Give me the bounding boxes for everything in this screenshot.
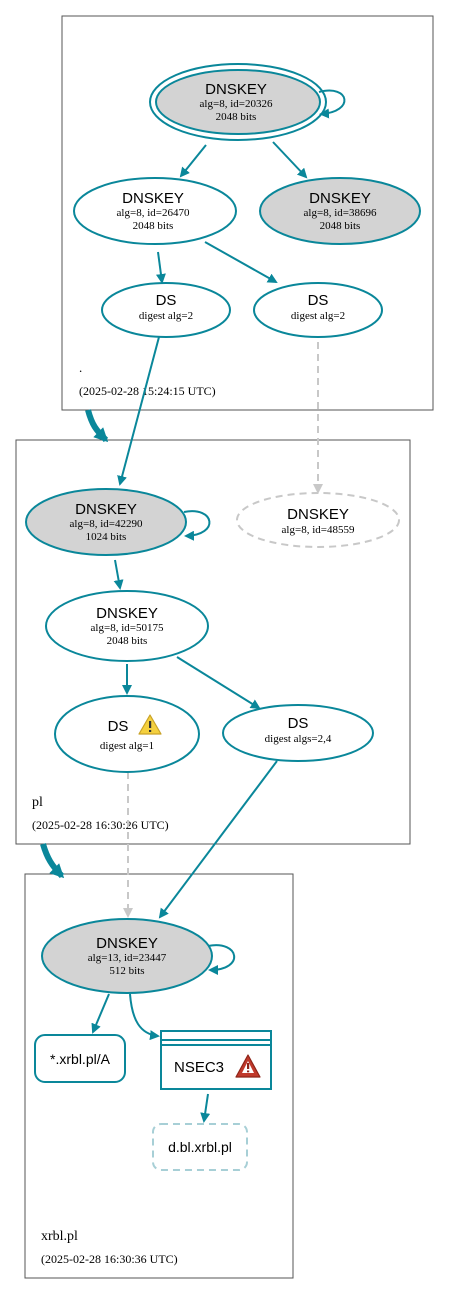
edge-delegation-root-pl	[85, 409, 109, 443]
node-xrbl-key-title: DNSKEY	[96, 935, 158, 952]
zone-pl-timestamp: (2025-02-28 16:30:26 UTC)	[32, 818, 169, 832]
node-root-zsk-line1: alg=8, id=26470	[117, 207, 190, 219]
node-xrbl-wildcard-a-title: *.xrbl.pl/A	[50, 1051, 111, 1067]
node-pl-ds1-line1: digest alg=1	[100, 740, 154, 752]
node-root-zsk-title: DNSKEY	[122, 190, 184, 207]
zone-pl-box	[15, 439, 411, 845]
node-root-ds2-title: DS	[308, 292, 329, 309]
edge-xrbl-key-a	[91, 993, 110, 1034]
zone-pl-name: pl	[32, 795, 43, 810]
node-xrbl-nsec3-title: NSEC3	[174, 1059, 224, 1076]
node-root-key3-title: DNSKEY	[309, 190, 371, 207]
node-xrbl-wildcard-a[interactable]: *.xrbl.pl/A	[34, 1034, 126, 1083]
edge-xrbl-key-nsec3	[129, 993, 160, 1041]
node-root-key3-shape	[259, 177, 421, 245]
node-pl-ksk-title: DNSKEY	[75, 501, 137, 518]
node-xrbl-nsec3[interactable]: NSEC3	[160, 1030, 272, 1090]
node-root-ksk-line2: 2048 bits	[216, 111, 257, 123]
edge-self-xrbl-key	[207, 944, 236, 975]
node-xrbl-key-line1: alg=13, id=23447	[88, 952, 167, 964]
node-root-ksk[interactable]: DNSKEY alg=8, id=20326 2048 bits	[149, 63, 327, 141]
zone-xrbl: xrbl.pl (2025-02-28 16:30:36 UTC)	[24, 873, 294, 1279]
node-pl-zsk-shape	[45, 590, 209, 662]
node-root-key3[interactable]: DNSKEY alg=8, id=38696 2048 bits	[259, 177, 421, 245]
node-xrbl-key-shape	[41, 918, 213, 994]
node-pl-ds2-line1: digest algs=2,4	[265, 733, 332, 745]
edge-nsec3-nx	[200, 1093, 211, 1123]
node-xrbl-nonexistent[interactable]: d.bl.xrbl.pl	[152, 1123, 248, 1171]
node-root-ds1-title: DS	[156, 292, 177, 309]
node-pl-ds2[interactable]: DS digest algs=2,4	[222, 704, 374, 762]
node-pl-ksk-shape	[25, 488, 187, 556]
node-root-ds1-line1: digest alg=2	[139, 310, 193, 322]
node-pl-ksk-line1: alg=8, id=42290	[70, 518, 143, 530]
warning-icon	[138, 714, 162, 735]
node-pl-ds2-title: DS	[288, 715, 309, 732]
zone-pl: pl (2025-02-28 16:30:26 UTC)	[15, 439, 411, 845]
node-root-ksk-outer-ring	[149, 63, 327, 141]
node-xrbl-nonexistent-shape	[152, 1123, 248, 1171]
edge-root-ds1-pl-ksk	[117, 336, 160, 486]
error-icon	[235, 1054, 261, 1078]
node-pl-ds1-shape	[54, 695, 200, 773]
edge-root-zsk-ds2	[204, 241, 278, 283]
zone-root-box	[61, 15, 434, 411]
edge-self-pl-ksk	[183, 510, 211, 541]
node-root-ds2-line1: digest alg=2	[291, 310, 345, 322]
node-root-ksk-shape	[155, 69, 321, 135]
zone-xrbl-name: xrbl.pl	[41, 1229, 78, 1244]
edge-root-ksk-key3	[272, 141, 308, 179]
zone-xrbl-timestamp: (2025-02-28 16:30:36 UTC)	[41, 1252, 178, 1266]
node-root-ds1-shape	[101, 282, 231, 338]
node-root-zsk-shape	[73, 177, 237, 245]
node-pl-zsk-line2: 2048 bits	[107, 635, 148, 647]
zone-xrbl-box	[24, 873, 294, 1279]
node-pl-ksk[interactable]: DNSKEY alg=8, id=42290 1024 bits	[25, 488, 187, 556]
node-xrbl-nonexistent-title: d.bl.xrbl.pl	[168, 1139, 232, 1155]
node-pl-missing-key[interactable]: DNSKEY alg=8, id=48559	[236, 492, 400, 548]
node-pl-ds1-title: DS	[108, 718, 129, 735]
zone-root-timestamp: (2025-02-28 15:24:15 UTC)	[79, 384, 216, 398]
edge-self-root-ksk	[318, 89, 346, 119]
node-root-ksk-line1: alg=8, id=20326	[200, 98, 273, 110]
node-pl-ds1[interactable]: DS digest alg=1	[54, 695, 200, 773]
zone-root: . (2025-02-28 15:24:15 UTC)	[61, 15, 434, 411]
zone-root-name: .	[79, 360, 82, 375]
node-root-zsk[interactable]: DNSKEY alg=8, id=26470 2048 bits	[73, 177, 237, 245]
node-pl-zsk[interactable]: DNSKEY alg=8, id=50175 2048 bits	[45, 590, 209, 662]
node-root-key3-line1: alg=8, id=38696	[304, 207, 377, 219]
node-xrbl-wildcard-a-shape	[34, 1034, 126, 1083]
node-pl-zsk-title: DNSKEY	[96, 605, 158, 622]
node-xrbl-key[interactable]: DNSKEY alg=13, id=23447 512 bits	[41, 918, 213, 994]
edge-root-ksk-zsk	[179, 144, 207, 178]
node-root-key3-line2: 2048 bits	[320, 220, 361, 232]
node-root-ds2[interactable]: DS digest alg=2	[253, 282, 383, 338]
edge-root-zsk-ds1	[155, 251, 166, 284]
node-pl-missing-key-line1: alg=8, id=48559	[282, 524, 355, 536]
node-xrbl-key-line2: 512 bits	[109, 965, 144, 977]
node-pl-ksk-line2: 1024 bits	[86, 531, 127, 543]
edge-pl-ds2-xrbl-key	[158, 760, 278, 919]
node-root-zsk-line2: 2048 bits	[133, 220, 174, 232]
node-root-ksk-title: DNSKEY	[205, 81, 267, 98]
node-root-ds1[interactable]: DS digest alg=2	[101, 282, 231, 338]
node-pl-missing-key-title: DNSKEY	[287, 506, 349, 523]
node-root-ds2-shape	[253, 282, 383, 338]
node-pl-ds2-shape	[222, 704, 374, 762]
edges	[40, 89, 346, 1123]
edge-delegation-pl-xrbl	[40, 843, 65, 879]
edge-pl-ksk-zsk	[113, 559, 124, 590]
node-pl-zsk-line1: alg=8, id=50175	[91, 622, 164, 634]
node-pl-missing-key-shape	[236, 492, 400, 548]
edge-pl-zsk-ds2	[176, 656, 261, 710]
